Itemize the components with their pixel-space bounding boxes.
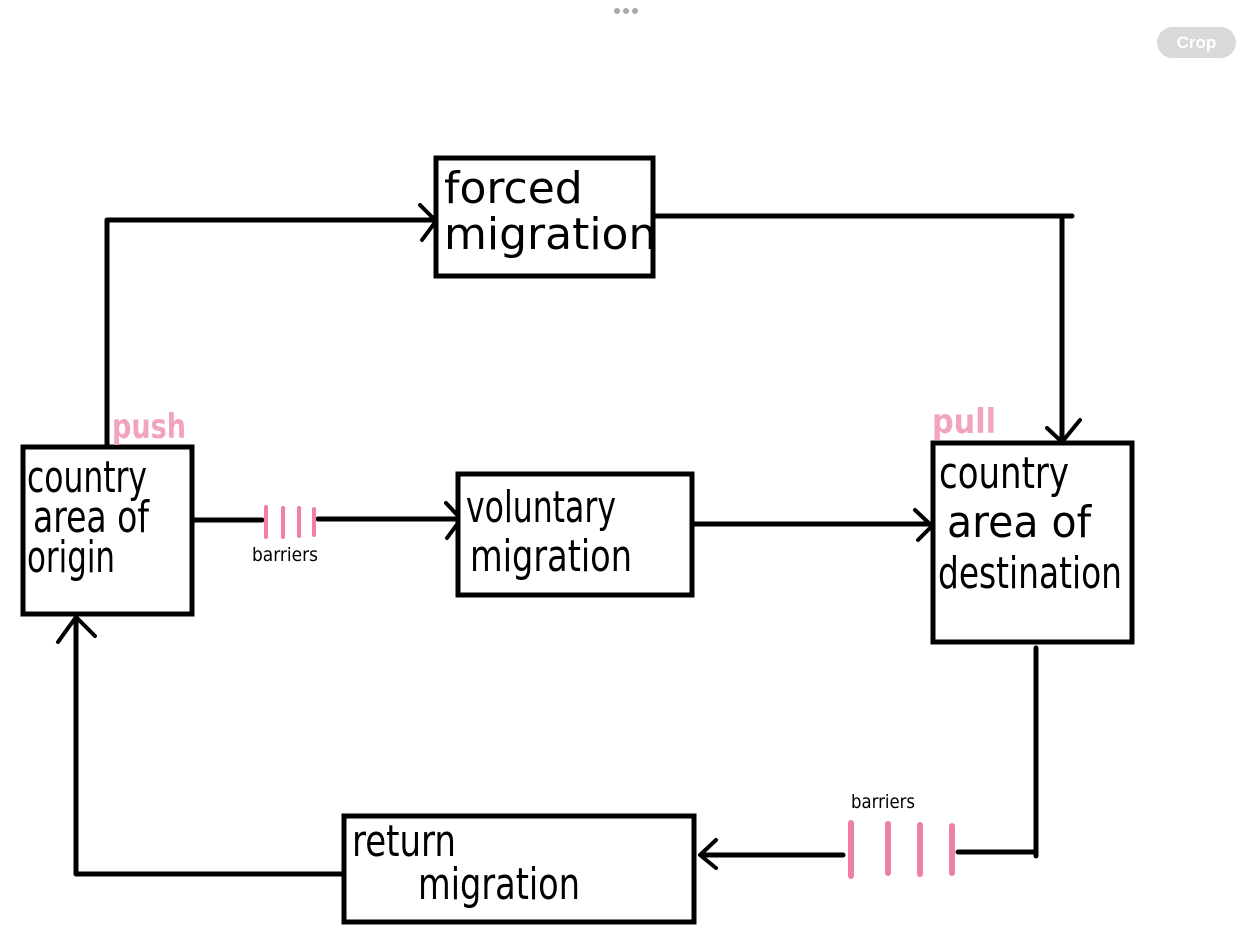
grabber-handle[interactable] bbox=[614, 8, 638, 14]
barriers-label-bottom: barriers bbox=[851, 791, 915, 813]
origin-to-forced-line bbox=[104, 217, 437, 449]
origin-line1: country bbox=[27, 452, 147, 503]
forced-to-destination-line bbox=[649, 213, 1075, 441]
barriers-ticks-bottom bbox=[848, 820, 955, 879]
destination-line1: country bbox=[939, 448, 1069, 499]
origin-line3: origin bbox=[27, 532, 115, 583]
pull-label: pull bbox=[932, 402, 996, 442]
connectors bbox=[56, 203, 1082, 877]
return-to-origin-arrowhead bbox=[56, 615, 97, 644]
forced-line2: migration bbox=[444, 209, 656, 260]
destination-line2: area of bbox=[947, 497, 1092, 548]
voluntary-line1: voluntary bbox=[466, 482, 616, 533]
destination-box: country area of destination bbox=[930, 440, 1135, 645]
origin-box: country area of origin bbox=[20, 444, 195, 617]
barriers-to-return-arrowhead bbox=[698, 838, 718, 870]
voluntary-migration-box: voluntary migration bbox=[455, 471, 695, 598]
forced-migration-box: forced migration bbox=[433, 155, 656, 279]
voluntary-line2: migration bbox=[470, 531, 632, 582]
origin-line2: area of bbox=[33, 492, 150, 543]
return-line2: migration bbox=[418, 859, 580, 910]
barriers-label-top: barriers bbox=[252, 544, 318, 566]
grabber-dot bbox=[632, 8, 638, 14]
barriers-ticks-top bbox=[264, 505, 316, 539]
forced-line1: forced bbox=[444, 163, 583, 214]
destination-to-barriers-line bbox=[955, 645, 1039, 859]
return-migration-box: return migration bbox=[341, 813, 697, 925]
destination-line3: destination bbox=[938, 548, 1122, 599]
crop-button[interactable]: Crop bbox=[1157, 27, 1236, 58]
grabber-dot bbox=[623, 8, 629, 14]
return-to-origin-line bbox=[73, 617, 347, 877]
grabber-dot bbox=[614, 8, 620, 14]
push-label: push bbox=[112, 407, 186, 447]
return-line1: return bbox=[352, 816, 456, 867]
